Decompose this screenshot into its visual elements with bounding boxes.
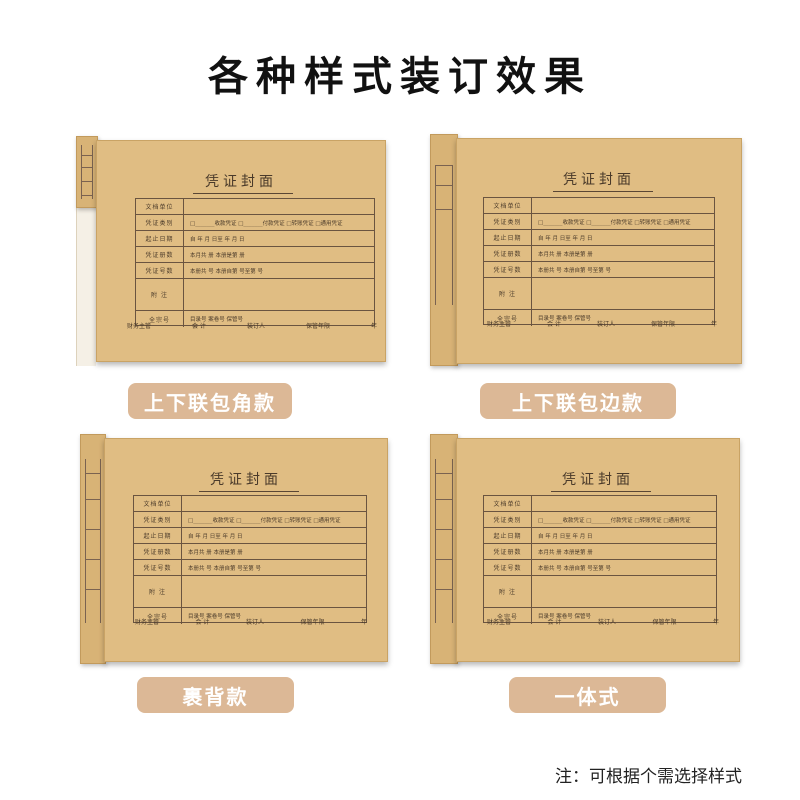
cover-title: 凭证封面	[563, 172, 635, 188]
style-label-edge-wrap: 上下联包边款	[480, 383, 676, 419]
voucher-cover: 凭证封面 文档单位 凭证类别□_______收款凭证 □_______付款凭证 …	[456, 138, 742, 364]
cover-title: 凭证封面	[205, 174, 277, 190]
voucher-cover: 凭证封面 文档单位 凭证类别□_______收款凭证 □_______付款凭证 …	[456, 438, 740, 662]
spine	[80, 434, 106, 664]
cover-form: 文档单位 凭证类别□_______收款凭证 □_______付款凭证 □转账凭证…	[483, 495, 717, 624]
page-edge	[76, 200, 96, 366]
spine	[76, 136, 98, 208]
spine	[430, 134, 458, 366]
voucher-cover: 凭证封面 文档单位 凭证类别□_______收款凭证 □_______付款凭证 …	[96, 140, 386, 362]
voucher-cover: 凭证封面 文档单位 凭证类别□_______收款凭证 □_______付款凭证 …	[104, 438, 388, 662]
cover-form: 文档单位 凭证类别□_______收款凭证 □_______付款凭证 □转账凭证…	[483, 197, 715, 326]
selection-note: 注：可根据个需选择样式	[555, 767, 742, 787]
style-label-corner-wrap: 上下联包角款	[128, 383, 292, 419]
style-label-back-wrap: 裹背款	[137, 677, 294, 713]
spine	[430, 434, 458, 664]
cover-footer: 财务主管会 计装订人保管年限年	[135, 619, 367, 626]
page-title: 各种样式装订效果	[208, 54, 592, 100]
style-label-one-piece: 一体式	[509, 677, 666, 713]
cover-footer: 财务主管会 计装订人保管年限年	[487, 619, 719, 626]
cover-footer: 财务主管会 计装订人保管年限年	[127, 323, 377, 330]
cover-form: 文档单位 凭证类别□_______收款凭证 □_______付款凭证 □转账凭证…	[133, 495, 367, 624]
cover-form: 文档单位 凭证类别□_______收款凭证 □_______付款凭证 □转账凭证…	[135, 198, 375, 327]
cover-footer: 财务主管会 计装订人保管年限年	[487, 321, 717, 328]
cover-title: 凭证封面	[210, 472, 282, 488]
cover-title: 凭证封面	[562, 472, 634, 488]
